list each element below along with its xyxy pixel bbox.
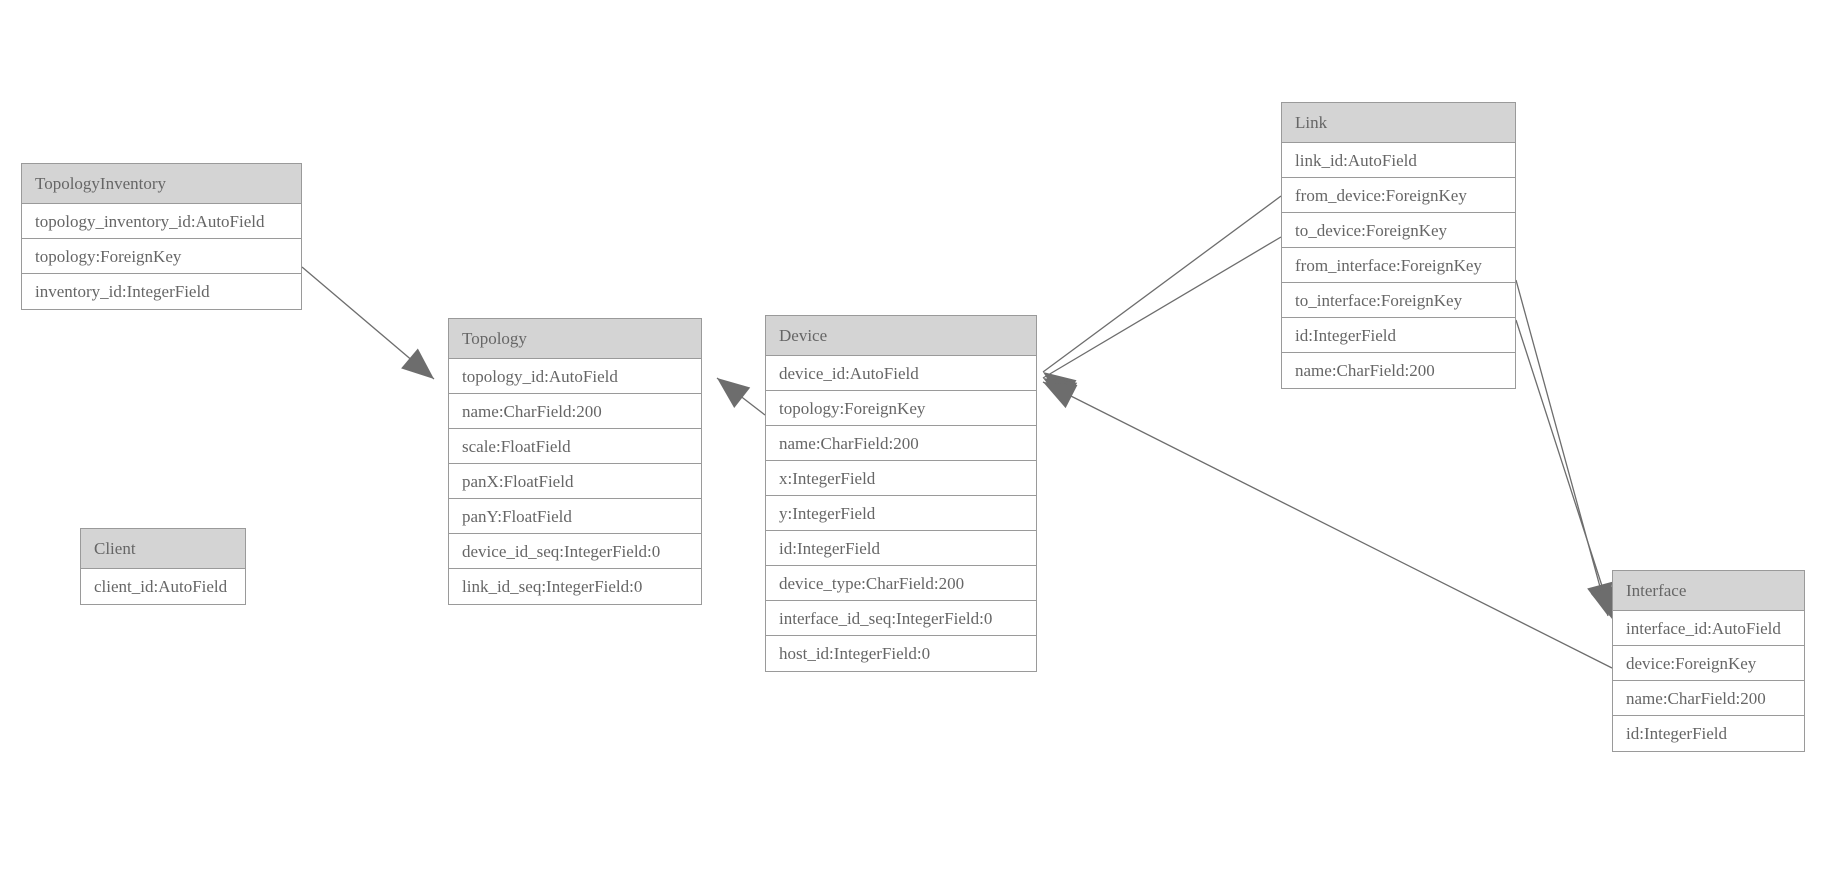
relationship-device-topology bbox=[716, 377, 766, 416]
entity-field: x:IntegerField bbox=[766, 461, 1036, 496]
relationship-line bbox=[1515, 279, 1609, 617]
entity-field: client_id:AutoField bbox=[81, 569, 245, 604]
entity-field: inventory_id:IntegerField bbox=[22, 274, 301, 309]
entity-field: topology_id:AutoField bbox=[449, 359, 701, 394]
entity-title-topology: Topology bbox=[449, 319, 701, 359]
relationship-link-from-interface bbox=[1515, 279, 1613, 617]
entity-field: topology_inventory_id:AutoField bbox=[22, 204, 301, 239]
entity-title-device: Device bbox=[766, 316, 1036, 356]
entity-field: link_id:AutoField bbox=[1282, 143, 1515, 178]
entity-title-client: Client bbox=[81, 529, 245, 569]
entity-field: interface_id:AutoField bbox=[1613, 611, 1804, 646]
entity-field: name:CharField:200 bbox=[1613, 681, 1804, 716]
relationship-arrowhead bbox=[401, 348, 434, 379]
entity-field: id:IntegerField bbox=[1613, 716, 1804, 751]
relationship-link-to-interface bbox=[1515, 319, 1616, 621]
entity-title-interface: Interface bbox=[1613, 571, 1804, 611]
entity-field: from_interface:ForeignKey bbox=[1282, 248, 1515, 283]
entity-field: id:IntegerField bbox=[766, 531, 1036, 566]
entity-field: scale:FloatField bbox=[449, 429, 701, 464]
relationship-link-from-device bbox=[1042, 195, 1282, 402]
relationship-line bbox=[1515, 319, 1614, 621]
entity-field: name:CharField:200 bbox=[1282, 353, 1515, 388]
relationship-arrowhead bbox=[1043, 372, 1077, 402]
relationship-line bbox=[1042, 195, 1282, 373]
relationship-line bbox=[1042, 236, 1282, 379]
relationship-link-to-device bbox=[1042, 236, 1282, 406]
entity-field: from_device:ForeignKey bbox=[1282, 178, 1515, 213]
entity-field: name:CharField:200 bbox=[766, 426, 1036, 461]
entity-field: link_id_seq:IntegerField:0 bbox=[449, 569, 701, 604]
relationship-arrowhead bbox=[717, 378, 751, 408]
relationship-arrowhead bbox=[1043, 382, 1078, 409]
entity-field: panY:FloatField bbox=[449, 499, 701, 534]
entity-field: to_interface:ForeignKey bbox=[1282, 283, 1515, 318]
relationship-arrowhead bbox=[1043, 378, 1078, 406]
entity-field: topology:ForeignKey bbox=[22, 239, 301, 274]
relationship-line bbox=[716, 377, 766, 416]
relationship-line bbox=[301, 266, 435, 380]
entity-field: id:IntegerField bbox=[1282, 318, 1515, 353]
entity-field: device_type:CharField:200 bbox=[766, 566, 1036, 601]
entity-field: topology:ForeignKey bbox=[766, 391, 1036, 426]
relationship-interface-device bbox=[1042, 381, 1613, 669]
entity-field: name:CharField:200 bbox=[449, 394, 701, 429]
entity-field: host_id:IntegerField:0 bbox=[766, 636, 1036, 671]
entity-field: interface_id_seq:IntegerField:0 bbox=[766, 601, 1036, 636]
entity-title-link: Link bbox=[1282, 103, 1515, 143]
entity-field: device_id_seq:IntegerField:0 bbox=[449, 534, 701, 569]
entity-field: panX:FloatField bbox=[449, 464, 701, 499]
entity-field: y:IntegerField bbox=[766, 496, 1036, 531]
entity-title-topology_inventory: TopologyInventory bbox=[22, 164, 301, 204]
entity-field: device_id:AutoField bbox=[766, 356, 1036, 391]
entity-field: device:ForeignKey bbox=[1613, 646, 1804, 681]
relationship-topologyinventory-topology bbox=[301, 266, 435, 380]
entity-field: to_device:ForeignKey bbox=[1282, 213, 1515, 248]
relationship-line bbox=[1042, 381, 1613, 669]
